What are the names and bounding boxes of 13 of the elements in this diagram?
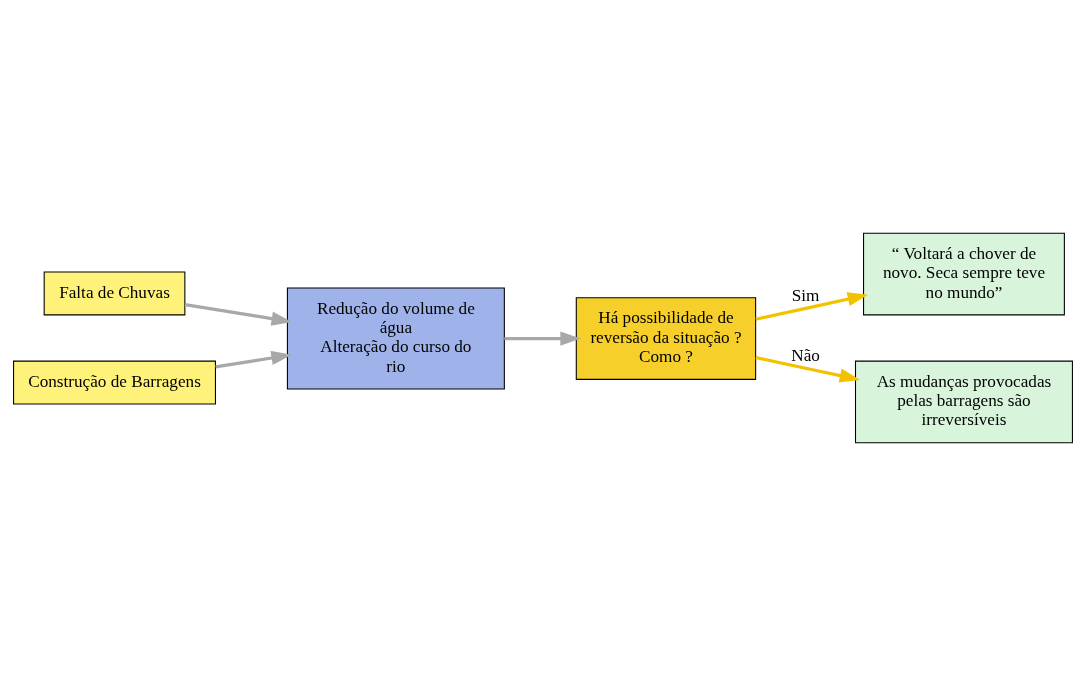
- node-box: “ Voltará a chover de novo. Seca sempre teve no mundo”: [863, 232, 1065, 315]
- node-box: Construção de Barragens: [13, 360, 216, 405]
- edge-label: Sim: [791, 285, 820, 305]
- arrow: [184, 302, 292, 326]
- node-box: Redução do volume de água Alteração do curso do rio: [286, 287, 505, 390]
- node-box: Falta de Chuvas: [43, 270, 186, 315]
- node-box: As mudanças provocadas pelas barragens são irreversíveis: [854, 360, 1073, 443]
- arrow: [215, 350, 292, 368]
- arrow: [755, 355, 861, 383]
- arrow: [504, 330, 581, 346]
- node-box: Há possibilidade de reversão da situação ? Como ?: [575, 296, 757, 380]
- edge-label: Não: [791, 345, 820, 365]
- arrow: [755, 291, 869, 321]
